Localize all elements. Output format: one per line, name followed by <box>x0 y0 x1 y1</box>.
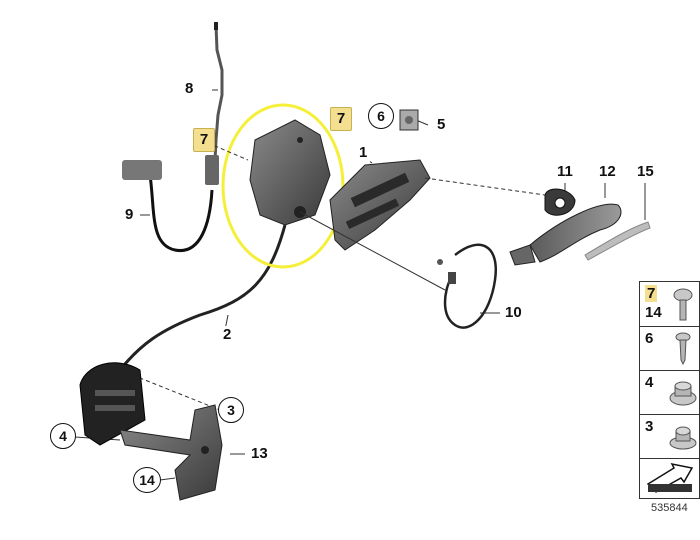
legend-label-4: 4 <box>645 374 654 391</box>
fasteners-legend: 7 14 6 4 3 <box>639 281 700 499</box>
gasket-part-11 <box>544 188 576 216</box>
callout-14: 14 <box>133 467 161 493</box>
handle-carrier-part-1 <box>329 159 431 251</box>
callout-1: 1 <box>356 144 371 162</box>
callout-9: 9 <box>122 206 137 224</box>
legend-row-direction <box>640 458 699 498</box>
callout-2: 2 <box>220 326 235 344</box>
callout-12: 12 <box>596 163 619 181</box>
nut-icon <box>669 381 697 406</box>
callout-13: 13 <box>248 445 271 463</box>
seal-part-15 <box>584 221 651 261</box>
rod-part-8 <box>213 22 224 161</box>
diagram-id: 535844 <box>651 502 688 514</box>
callout-11: 11 <box>554 163 576 181</box>
callout-6: 6 <box>368 103 394 129</box>
callout-8: 8 <box>182 80 197 98</box>
flange-nut-icon <box>669 426 697 450</box>
highlight-ellipse <box>221 103 345 269</box>
lock-cover-part-7 <box>249 119 331 226</box>
callout-10: 10 <box>502 304 525 322</box>
callout-3: 3 <box>218 397 244 423</box>
legend-row-flange-nut: 3 <box>640 414 699 459</box>
cable-part-9 <box>122 155 219 252</box>
callout-4: 4 <box>50 423 76 449</box>
legend-row-bolt: 7 14 <box>640 282 699 327</box>
arrow-icon <box>646 462 694 493</box>
bracket-part-5 <box>399 109 419 131</box>
legend-label-6: 6 <box>645 330 654 347</box>
callout-7b: 7 <box>330 107 352 131</box>
legend-row-screw: 6 <box>640 326 699 371</box>
callout-7a: 7 <box>193 128 215 152</box>
legend-label-7: 7 <box>645 285 658 302</box>
bowden-cable-part-2 <box>118 224 287 371</box>
lock-actuator-part-4 <box>79 362 146 446</box>
screw-icon <box>675 332 691 366</box>
outer-handle-part-12 <box>509 203 622 266</box>
legend-label-14: 14 <box>645 304 662 321</box>
bracket-part-13 <box>119 404 223 501</box>
legend-row-nut: 4 <box>640 370 699 415</box>
bolt-icon <box>673 288 693 321</box>
legend-label-3: 3 <box>645 418 654 435</box>
cable-part-10 <box>437 243 498 329</box>
callout-5: 5 <box>434 116 449 134</box>
callout-15: 15 <box>634 163 657 181</box>
